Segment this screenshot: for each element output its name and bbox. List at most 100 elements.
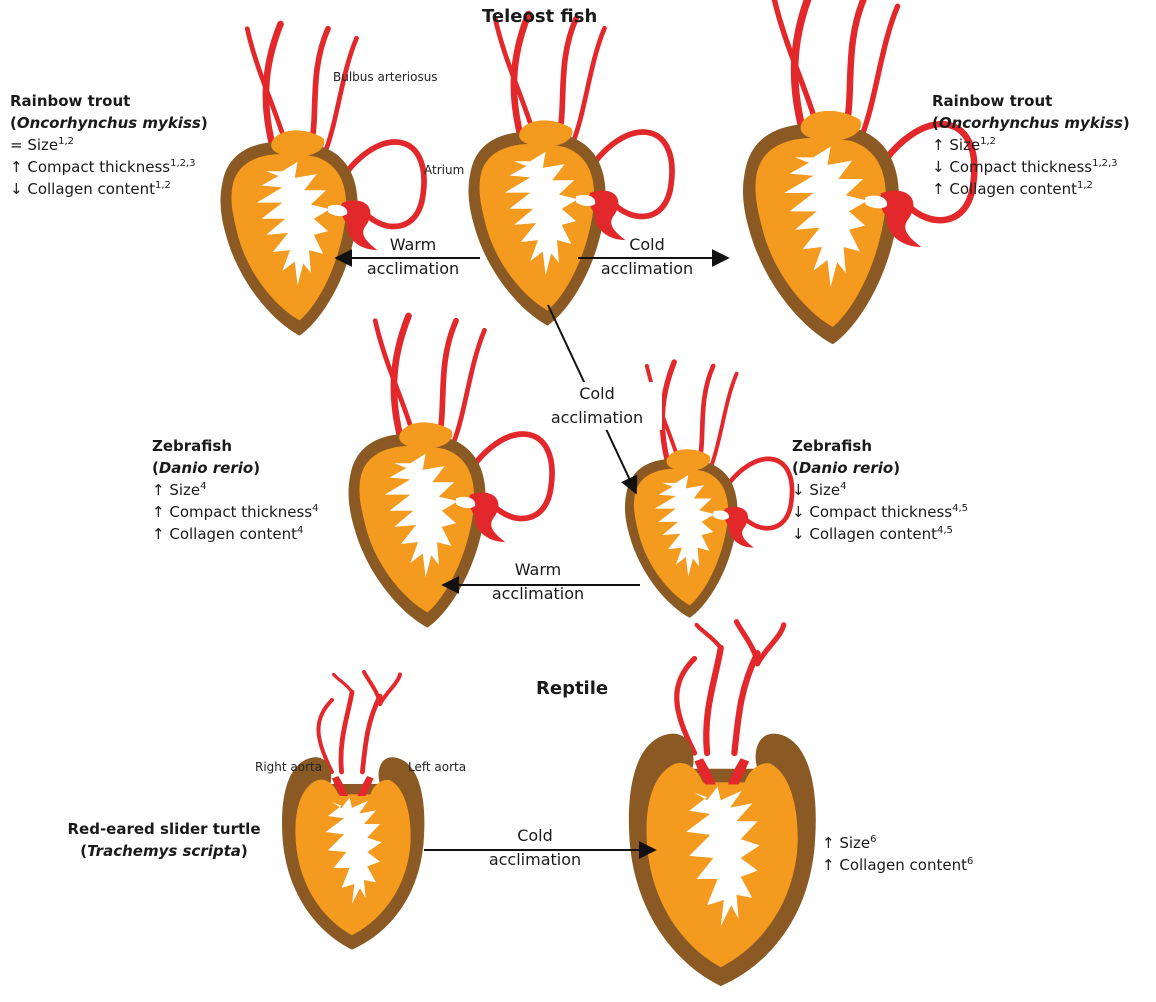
- trout-cold-block: Rainbow trout (Oncorhynchus mykiss) ↑ Si…: [932, 90, 1130, 200]
- species-latin-italic: Trachemys scripta: [87, 842, 241, 860]
- effect-reference: 4: [312, 503, 318, 514]
- effect-reference: 4: [200, 481, 206, 492]
- label-right-aorta: Right aorta: [255, 760, 322, 774]
- turtle-control-heart: [282, 672, 424, 950]
- effect-item: = Size1,2: [10, 134, 208, 156]
- effect-item: ↓ Size4: [792, 479, 968, 501]
- title-reptile: Reptile: [536, 678, 608, 699]
- effect-item: ↓ Collagen content4,5: [792, 523, 968, 545]
- effect-direction: ↓: [792, 503, 809, 521]
- effect-reference: 6: [870, 834, 876, 845]
- effect-reference: 4: [297, 525, 303, 536]
- effect-text: Collagen content: [839, 856, 967, 874]
- effect-reference: 4,5: [937, 525, 953, 536]
- species-latin-name: (Trachemys scripta): [46, 840, 282, 862]
- effect-item: ↑ Size1,2: [932, 134, 1130, 156]
- effect-item: ↑ Compact thickness4: [152, 501, 318, 523]
- arrow-label-cold-trout: Cold acclimation: [582, 233, 712, 281]
- effect-reference: 1,2: [58, 136, 74, 147]
- label-bulbus-arteriosus: Bulbus arteriosus: [333, 70, 438, 84]
- zebrafish-cold-block: Zebrafish (Danio rerio) ↓ Size4↓ Compact…: [792, 435, 968, 545]
- effect-reference: 6: [967, 856, 973, 867]
- effect-text: Collagen content: [949, 180, 1077, 198]
- effect-direction: ↓: [792, 481, 809, 499]
- effect-item: ↓ Compact thickness4,5: [792, 501, 968, 523]
- turtle-cold-heart: [629, 622, 816, 986]
- arrow-label-line: Cold: [532, 382, 662, 406]
- trout-warm-block: Rainbow trout (Oncorhynchus mykiss) = Si…: [10, 90, 208, 200]
- arrow-label-warm-trout: Warm acclimation: [348, 233, 478, 281]
- effect-text: Size: [839, 834, 870, 852]
- effect-item: ↑ Collagen content6: [822, 854, 973, 876]
- effect-reference: 1,2,3: [1092, 158, 1117, 169]
- arrow-label-line: acclimation: [348, 257, 478, 281]
- arrow-label-line: acclimation: [473, 582, 603, 606]
- species-common-name: Rainbow trout: [932, 90, 1130, 112]
- effect-direction: ↑: [822, 834, 839, 852]
- arrow-label-warm-zebrafish: Warm acclimation: [473, 558, 603, 606]
- species-latin-italic: Danio rerio: [799, 459, 893, 477]
- effect-item: ↓ Collagen content1,2: [10, 178, 208, 200]
- species-common-name: Zebrafish: [152, 435, 318, 457]
- arrow-label-cold-turtle: Cold acclimation: [470, 824, 600, 872]
- arrow-label-line: acclimation: [470, 848, 600, 872]
- arrow-label-line: Cold: [582, 233, 712, 257]
- effect-text: Compact thickness: [27, 158, 170, 176]
- effect-reference: 4,5: [952, 503, 968, 514]
- effect-list: ↑ Size1,2↓ Compact thickness1,2,3↑ Colla…: [932, 134, 1130, 200]
- turtle-species-block: Red-eared slider turtle (Trachemys scrip…: [46, 818, 282, 862]
- effect-direction: =: [10, 136, 27, 154]
- zebrafish-warm-block: Zebrafish (Danio rerio) ↑ Size4↑ Compact…: [152, 435, 318, 545]
- effect-text: Compact thickness: [169, 503, 312, 521]
- effect-list: ↑ Size4↑ Compact thickness4↑ Collagen co…: [152, 479, 318, 545]
- effect-text: Size: [27, 136, 58, 154]
- effect-reference: 1,2: [155, 180, 171, 191]
- species-latin-name: (Danio rerio): [152, 457, 318, 479]
- arrow-label-line: Cold: [470, 824, 600, 848]
- title-teleost-fish: Teleost fish: [482, 6, 597, 27]
- effect-item: ↑ Compact thickness1,2,3: [10, 156, 208, 178]
- effect-direction: ↑: [10, 158, 27, 176]
- effect-reference: 1,2,3: [170, 158, 195, 169]
- effect-direction: ↑: [152, 525, 169, 543]
- effect-item: ↓ Compact thickness1,2,3: [932, 156, 1130, 178]
- effect-reference: 1,2: [1077, 180, 1093, 191]
- effect-item: ↑ Size6: [822, 832, 973, 854]
- effect-text: Size: [949, 136, 980, 154]
- effect-list: = Size1,2↑ Compact thickness1,2,3↓ Colla…: [10, 134, 208, 200]
- effect-direction: ↑: [152, 503, 169, 521]
- effect-text: Compact thickness: [809, 503, 952, 521]
- species-latin-name: (Oncorhynchus mykiss): [10, 112, 208, 134]
- label-left-aorta: Left aorta: [408, 760, 466, 774]
- species-latin-name: (Oncorhynchus mykiss): [932, 112, 1130, 134]
- effect-item: ↑ Collagen content4: [152, 523, 318, 545]
- species-common-name: Rainbow trout: [10, 90, 208, 112]
- effect-reference: 1,2: [980, 136, 996, 147]
- effect-direction: ↑: [932, 180, 949, 198]
- effect-item: ↑ Collagen content1,2: [932, 178, 1130, 200]
- effect-list: ↑ Size6↑ Collagen content6: [822, 832, 973, 876]
- arrow-label-cold-zebrafish: Cold acclimation: [532, 382, 662, 430]
- species-latin-name: (Danio rerio): [792, 457, 968, 479]
- species-common-name: Red-eared slider turtle: [46, 818, 282, 840]
- effect-text: Compact thickness: [949, 158, 1092, 176]
- effect-text: Collagen content: [809, 525, 937, 543]
- effect-text: Collagen content: [27, 180, 155, 198]
- effect-direction: ↑: [152, 481, 169, 499]
- effect-direction: ↓: [932, 158, 949, 176]
- effect-text: Collagen content: [169, 525, 297, 543]
- species-common-name: Zebrafish: [792, 435, 968, 457]
- arrow-label-line: acclimation: [532, 406, 662, 430]
- effect-reference: 4: [840, 481, 846, 492]
- arrow-label-line: acclimation: [582, 257, 712, 281]
- effect-text: Size: [809, 481, 840, 499]
- effect-direction: ↑: [932, 136, 949, 154]
- effect-list: ↓ Size4↓ Compact thickness4,5↓ Collagen …: [792, 479, 968, 545]
- turtle-cold-block: ↑ Size6↑ Collagen content6: [822, 832, 973, 876]
- effect-direction: ↑: [822, 856, 839, 874]
- species-latin-italic: Danio rerio: [159, 459, 253, 477]
- effect-direction: ↓: [10, 180, 27, 198]
- effect-item: ↑ Size4: [152, 479, 318, 501]
- arrow-label-line: Warm: [348, 233, 478, 257]
- effect-text: Size: [169, 481, 200, 499]
